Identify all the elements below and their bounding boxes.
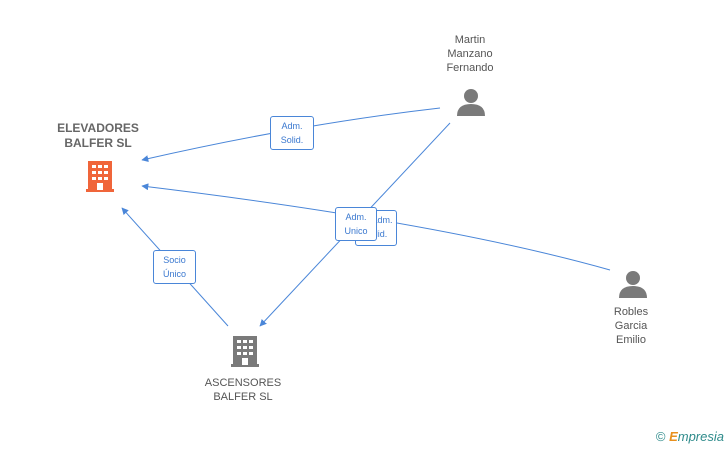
edge-label-martin-elevadores: Adm. Solid.: [270, 116, 314, 150]
person-icon[interactable]: [457, 89, 485, 116]
edge-robles-elevadores: [141, 183, 611, 271]
building-icon[interactable]: [86, 161, 114, 192]
person-name-martin[interactable]: Martin Manzano Fernando: [446, 34, 494, 74]
brand-logo-text: mpresia: [677, 429, 724, 444]
company-name-elevadores[interactable]: ELEVADORES BALFER SL: [57, 121, 139, 150]
building-icon[interactable]: [231, 336, 259, 367]
person-icon[interactable]: [619, 271, 647, 298]
copyright-icon: ©: [655, 429, 666, 444]
edge-label-martin-ascensores: Adm. Unico: [335, 207, 377, 241]
person-name-robles[interactable]: Robles Garcia Emilio: [613, 306, 649, 346]
company-name-ascensores[interactable]: ASCENSORES BALFER SL: [204, 377, 282, 403]
watermark: © Empresia: [656, 429, 724, 444]
brand-logo-initial: E: [669, 429, 678, 444]
edge-label-ascensores-elevadores: Socio Único: [153, 250, 196, 284]
